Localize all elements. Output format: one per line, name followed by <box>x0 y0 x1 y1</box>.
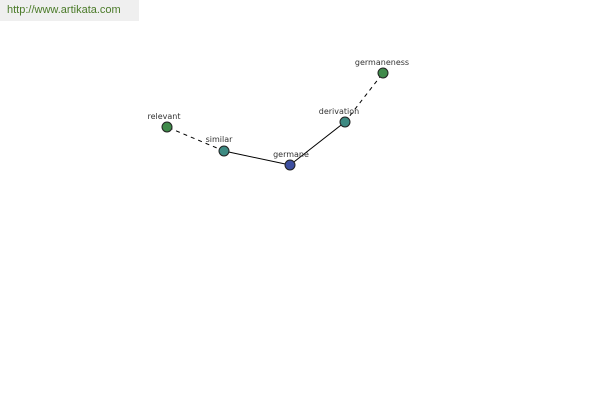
node-circle-icon[interactable] <box>377 67 389 79</box>
node-circle-icon[interactable] <box>218 145 230 157</box>
source-banner: http://www.artikata.com <box>0 0 139 21</box>
node-derivation[interactable]: derivation <box>319 107 359 128</box>
node-label-germane: germane <box>273 150 309 159</box>
node-germaneness[interactable]: germaneness <box>355 58 409 79</box>
edge-germane-similar <box>223 150 291 166</box>
edges-layer <box>166 72 384 166</box>
edge-similar-relevant <box>166 126 225 152</box>
node-germane[interactable]: germane <box>273 150 309 171</box>
edge-germane-derivation <box>289 121 346 166</box>
node-similar[interactable]: similar <box>206 135 234 157</box>
edge-derivation-germaneness <box>344 72 384 123</box>
node-relevant[interactable]: relevant <box>147 112 181 133</box>
source-link[interactable]: http://www.artikata.com <box>7 4 121 16</box>
node-circle-icon[interactable] <box>161 121 173 133</box>
node-label-similar: similar <box>206 135 234 144</box>
node-label-derivation: derivation <box>319 107 359 116</box>
nodes-layer: germane similar relevant derivation germanen… <box>147 58 409 171</box>
node-circle-icon[interactable] <box>339 116 351 128</box>
node-label-relevant: relevant <box>147 112 180 121</box>
node-circle-icon[interactable] <box>284 159 296 171</box>
node-label-germaneness: germaneness <box>355 58 409 67</box>
